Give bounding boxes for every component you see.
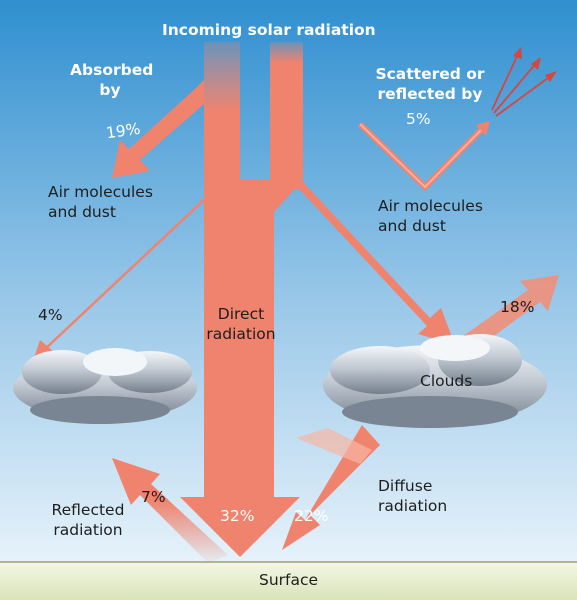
direct-radiation-arrow <box>180 180 303 557</box>
scattered-label-line-1: Scattered or <box>375 65 485 83</box>
air-molecules-right-label: Air molecules and dust <box>378 196 483 236</box>
direct-line-1: Direct <box>217 305 265 323</box>
cloud-reflect-percent: 18% <box>500 298 535 316</box>
reflected-line-1: Reflected <box>51 501 125 519</box>
scattered-v-inner <box>359 123 484 189</box>
direct-percent: 32% <box>220 507 255 525</box>
air-left-line-1: Air molecules <box>48 183 153 201</box>
surface-band <box>0 562 577 600</box>
scatter-ray-1 <box>491 51 520 111</box>
diffuse-line-2: radiation <box>378 497 448 515</box>
scattered-label-line-2: reflected by <box>377 85 483 103</box>
diffuse-percent: 22% <box>294 507 329 525</box>
scattered-v-arrowhead <box>476 121 490 136</box>
direct-line-2: radiation <box>206 325 276 343</box>
scatter-ray-2-head <box>531 57 541 70</box>
scattered-v-line <box>357 121 486 192</box>
diagram-title: Incoming solar radiation <box>162 21 376 39</box>
clouds-label: Clouds <box>420 372 473 390</box>
left-cloud <box>13 348 197 424</box>
scatter-ray-1-head <box>513 47 522 59</box>
air-molecules-left-label: Air molecules and dust <box>48 182 153 222</box>
absorbed-air-arrow <box>112 80 204 178</box>
absorbed-label: Absorbed by <box>70 60 154 100</box>
cloud-absorb-line <box>43 197 207 351</box>
to-clouds-arrow <box>270 182 455 345</box>
air-right-line-2: and dust <box>378 217 446 235</box>
right-cloud <box>323 334 547 428</box>
cloud-absorb-percent: 4% <box>38 306 63 324</box>
diffuse-line-1: Diffuse <box>378 477 433 495</box>
surface-label: Surface <box>259 571 319 589</box>
absorbed-label-line-1: Absorbed <box>70 61 154 79</box>
scatter-ray-3-head <box>545 71 557 82</box>
air-right-line-1: Air molecules <box>378 197 483 215</box>
direct-radiation-label: Direct radiation <box>203 304 279 344</box>
scattered-percent: 5% <box>406 110 431 128</box>
incoming-beam-right <box>270 42 303 182</box>
reflected-radiation-label: Reflected radiation <box>40 500 136 540</box>
surface-reflect-arrow <box>112 458 228 563</box>
scatter-ray-3 <box>495 74 553 117</box>
diffuse-radiation-label: Diffuse radiation <box>378 476 447 516</box>
absorbed-label-line-2: by <box>99 81 121 99</box>
air-left-line-2: and dust <box>48 203 116 221</box>
cloud-reflect-arrow <box>462 275 559 350</box>
surface-reflect-percent: 7% <box>141 488 166 506</box>
diffuse-radiation-band <box>296 428 372 464</box>
reflected-line-2: radiation <box>53 521 123 539</box>
scattered-label: Scattered or reflected by <box>370 64 490 104</box>
scatter-ray-2 <box>493 61 538 114</box>
